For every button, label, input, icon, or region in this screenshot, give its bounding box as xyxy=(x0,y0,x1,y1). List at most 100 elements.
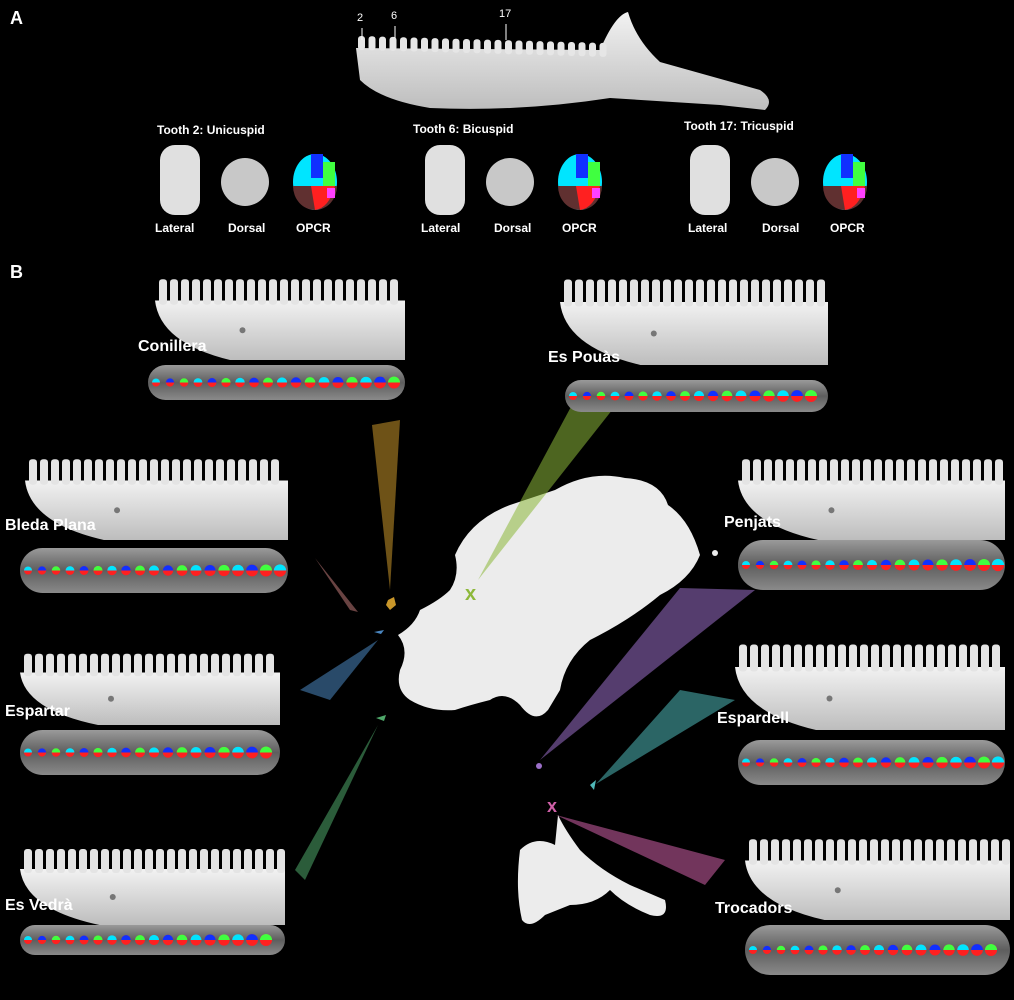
site-label-es-vedra: Es Vedrà xyxy=(5,897,73,914)
tooth xyxy=(379,36,386,51)
tooth xyxy=(830,459,838,485)
tooth xyxy=(793,839,801,865)
opcr-tooth-top xyxy=(190,747,202,753)
panel-label-a: A xyxy=(10,8,23,28)
tooth xyxy=(68,849,76,873)
opcr-tooth-top xyxy=(176,934,188,940)
opcr-tooth-top xyxy=(991,756,1005,763)
tooth xyxy=(951,459,959,485)
tooth xyxy=(90,653,98,677)
tooth xyxy=(729,279,737,307)
opcr-tooth-top xyxy=(880,757,892,763)
opcr-tooth-top xyxy=(259,933,273,940)
tooth xyxy=(929,459,937,485)
opcr-tooth-top xyxy=(908,757,920,763)
tooth xyxy=(189,653,197,677)
opcr-tooth-top xyxy=(152,378,160,383)
tooth xyxy=(896,459,904,485)
tooth xyxy=(663,279,671,307)
ibiza-formentera-map: x x xyxy=(374,475,718,924)
tooth xyxy=(247,279,255,305)
tooth xyxy=(255,653,263,677)
opcr-tooth-top xyxy=(374,376,386,383)
tooth xyxy=(236,279,244,305)
site-label-espardell: Espardell xyxy=(717,710,790,727)
opcr-tooth-top xyxy=(894,757,906,763)
opcr-tooth-top xyxy=(936,756,948,763)
opcr-tooth-top xyxy=(107,747,117,753)
tooth xyxy=(852,459,860,485)
opcr-tooth-top xyxy=(652,391,662,396)
opcr-tooth-top xyxy=(915,944,927,950)
tooth xyxy=(57,849,65,873)
opcr-tooth-top xyxy=(950,559,962,565)
opcr-tooth-top xyxy=(207,378,217,383)
opcr-tooth-top xyxy=(79,748,89,753)
tooth xyxy=(346,279,354,305)
tooth xyxy=(358,36,365,50)
tooth xyxy=(335,279,343,305)
tooth xyxy=(940,459,948,485)
opcr-tooth-top xyxy=(232,746,244,753)
opcr-tooth-top xyxy=(929,944,941,950)
tooth xyxy=(980,839,988,865)
opcr-tooth-top xyxy=(51,566,61,571)
location-cone xyxy=(478,390,620,580)
tooth-2-title: Tooth 2: Unicuspid xyxy=(157,123,265,137)
tooth xyxy=(159,279,167,305)
opcr-tooth-top xyxy=(853,560,863,565)
opcr-tooth-top xyxy=(742,758,750,763)
tooth xyxy=(400,37,407,52)
opcr-tooth-top xyxy=(769,560,779,565)
tooth xyxy=(816,644,824,672)
opcr-tooth-top xyxy=(839,757,849,763)
opcr-tooth-top xyxy=(290,377,302,383)
tooth xyxy=(848,839,856,865)
location-cone xyxy=(300,640,378,700)
foramen xyxy=(650,330,657,337)
tooth xyxy=(739,644,747,672)
tooth xyxy=(117,459,125,485)
opcr-tooth-top xyxy=(65,566,75,571)
tooth xyxy=(189,849,197,873)
tooth xyxy=(238,459,246,485)
tooth xyxy=(216,459,224,485)
tooth xyxy=(266,849,274,873)
tooth xyxy=(859,839,867,865)
tooth xyxy=(145,653,153,677)
tooth xyxy=(84,459,92,485)
jaw-specimen xyxy=(148,279,405,400)
site-label-es-pouas: Es Pouàs xyxy=(548,349,621,366)
tooth xyxy=(885,459,893,485)
tooth xyxy=(244,849,252,873)
opcr-tooth-top xyxy=(162,934,174,940)
opcr-tooth-top xyxy=(964,756,976,763)
tooth xyxy=(797,459,805,485)
opcr-tooth-top xyxy=(204,934,216,940)
tooth xyxy=(302,279,310,305)
opcr-tooth-top xyxy=(791,390,803,396)
tooth xyxy=(958,839,966,865)
tooth xyxy=(526,40,533,55)
svg-text:x: x xyxy=(547,796,557,816)
jaw-specimen xyxy=(20,459,288,593)
tooth xyxy=(984,459,992,485)
jaw-lateral-view xyxy=(155,300,405,360)
opcr-tooth-top xyxy=(804,389,818,396)
foramen xyxy=(239,327,246,334)
opcr-tooth-top xyxy=(304,377,316,383)
opcr-tooth-top xyxy=(249,377,259,383)
opcr-tooth-top xyxy=(804,945,814,950)
tooth xyxy=(128,459,136,485)
tooth-tick-17: 17 xyxy=(499,8,512,20)
tooth xyxy=(68,653,76,677)
tooth xyxy=(685,279,693,307)
jaw-dorsal-view xyxy=(148,365,405,400)
tooth xyxy=(674,279,682,307)
tooth xyxy=(494,39,502,54)
opcr-tooth-top xyxy=(825,757,835,763)
location-cone xyxy=(372,420,400,590)
tooth xyxy=(903,839,911,865)
view-label: Dorsal xyxy=(228,221,266,235)
